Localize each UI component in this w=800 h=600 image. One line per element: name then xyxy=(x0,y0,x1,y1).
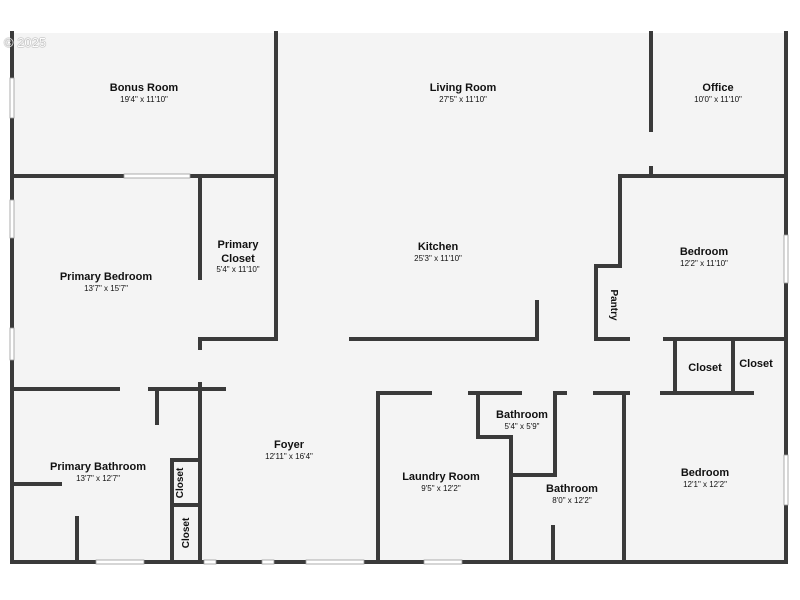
room-bonus-room: Bonus Room 19'4" x 11'10" xyxy=(110,82,179,104)
foyer-dims: 12'11" x 16'4" xyxy=(265,452,313,461)
bedroom-2-name: Bedroom xyxy=(681,467,730,479)
bedroom-1-dims: 12'2" x 11'10" xyxy=(680,259,728,268)
primary-closet-dims: 5'4" x 11'10" xyxy=(216,265,259,274)
bedroom-2-dims: 12'1" x 12'2" xyxy=(683,480,727,489)
windows xyxy=(9,77,789,565)
room-foyer: Foyer 12'11" x 16'4" xyxy=(265,439,313,461)
copyright-watermark: © 2025 xyxy=(4,35,47,50)
room-primary-bedroom: Primary Bedroom 13'7" x 15'7" xyxy=(60,271,153,293)
kitchen-dims: 25'3" x 11'10" xyxy=(414,254,462,263)
primary-closet-name-line2: Closet xyxy=(221,253,255,265)
primary-closet-name-line1: Primary xyxy=(218,239,260,251)
bedroom-1-name: Bedroom xyxy=(680,246,729,258)
room-bathroom-1: Bathroom 5'4" x 5'9" xyxy=(496,409,548,431)
closet-b-name: Closet xyxy=(739,358,773,370)
closet-a-name: Closet xyxy=(688,362,722,374)
room-bedroom-2: Bedroom 12'1" x 12'2" xyxy=(681,467,730,489)
bonus-room-dims: 19'4" x 11'10" xyxy=(120,95,168,104)
bathroom-2-dims: 8'0" x 12'2" xyxy=(552,496,592,505)
bathroom-2-name: Bathroom xyxy=(546,483,598,495)
living-room-name: Living Room xyxy=(430,82,497,94)
room-closet-c: Closet xyxy=(175,467,186,498)
living-room-dims: 27'5" x 11'10" xyxy=(439,95,487,104)
bonus-room-name: Bonus Room xyxy=(110,82,179,94)
room-bedroom-1: Bedroom 12'2" x 11'10" xyxy=(680,246,729,268)
interior-walls xyxy=(10,31,788,564)
room-primary-closet: Primary Closet 5'4" x 11'10" xyxy=(216,239,259,274)
room-closet-b: Closet xyxy=(739,358,773,370)
primary-bedroom-name: Primary Bedroom xyxy=(60,271,153,283)
office-dims: 10'0" x 11'10" xyxy=(694,95,742,104)
floor-area xyxy=(12,33,788,562)
closet-d-name: Closet xyxy=(181,517,192,548)
primary-bedroom-dims: 13'7" x 15'7" xyxy=(84,284,128,293)
bathroom-1-name: Bathroom xyxy=(496,409,548,421)
laundry-room-name: Laundry Room xyxy=(402,471,480,483)
primary-bathroom-name: Primary Bathroom xyxy=(50,461,146,473)
room-closet-a: Closet xyxy=(688,362,722,374)
room-bathroom-2: Bathroom 8'0" x 12'2" xyxy=(546,483,598,505)
pantry-name: Pantry xyxy=(608,289,619,321)
room-living-room: Living Room 27'5" x 11'10" xyxy=(430,82,497,104)
room-kitchen: Kitchen 25'3" x 11'10" xyxy=(414,241,462,263)
room-primary-bathroom: Primary Bathroom 13'7" x 12'7" xyxy=(50,461,146,483)
foyer-name: Foyer xyxy=(274,439,305,451)
office-name: Office xyxy=(702,82,733,94)
primary-bathroom-dims: 13'7" x 12'7" xyxy=(76,474,120,483)
bathroom-1-dims: 5'4" x 5'9" xyxy=(505,422,540,431)
kitchen-name: Kitchen xyxy=(418,241,459,253)
room-pantry: Pantry xyxy=(608,289,619,321)
laundry-room-dims: 9'5" x 12'2" xyxy=(421,484,461,493)
room-laundry-room: Laundry Room 9'5" x 12'2" xyxy=(402,471,480,493)
closet-c-name: Closet xyxy=(175,467,186,498)
room-office: Office 10'0" x 11'10" xyxy=(694,82,742,104)
room-closet-d: Closet xyxy=(181,517,192,548)
